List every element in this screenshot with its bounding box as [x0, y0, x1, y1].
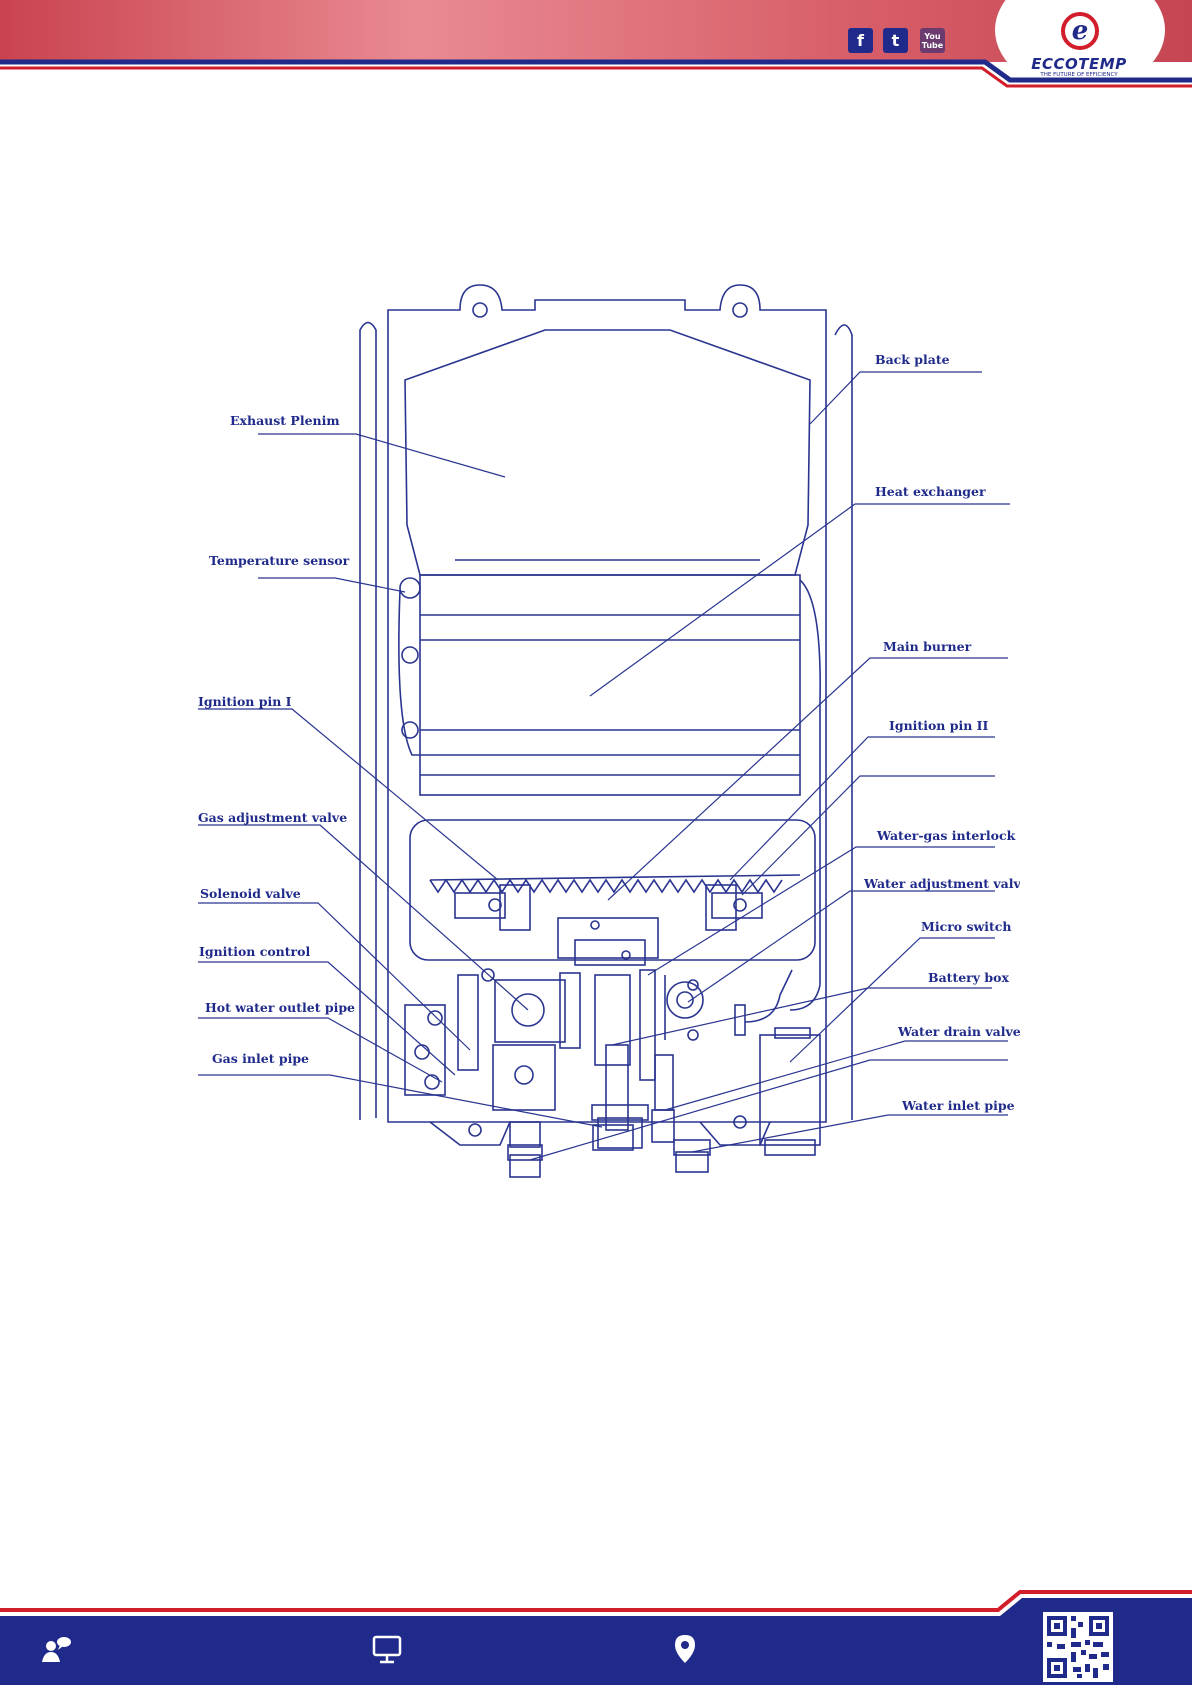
youtube-icon[interactable]: You Tube — [920, 28, 945, 53]
label-solenoid-valve: Solenoid valve — [200, 886, 301, 901]
label-ignition-control: Ignition control — [199, 944, 310, 959]
twitter-icon[interactable]: t — [883, 28, 908, 53]
label-gas-adjustment-valve: Gas adjustment valve — [198, 810, 347, 825]
callout-leaders — [198, 371, 1010, 1161]
logo-name: ECCOTEMP — [1031, 55, 1127, 73]
header-banner — [0, 0, 1192, 90]
label-heat-exchanger: Heat exchanger — [875, 484, 986, 499]
label-water-inlet-pipe: Water inlet pipe — [901, 1098, 1015, 1113]
page-header: f t You Tube e ECCOTEMP THE FUTURE OF EF… — [0, 0, 1192, 90]
label-water-adjustment-valve: Water adjustment valve — [863, 876, 1020, 891]
qr-code — [1043, 1612, 1113, 1682]
label-exhaust-plenum: Exhaust Plenim — [230, 413, 340, 428]
label-back-plate: Back plate — [875, 352, 950, 367]
location-pin-icon[interactable] — [672, 1633, 698, 1665]
label-main-burner: Main burner — [883, 639, 972, 654]
water-heater-diagram: Exhaust Plenim Back plate Heat exchanger… — [198, 284, 1020, 1178]
page-footer — [0, 1590, 1192, 1685]
svg-text:e: e — [1072, 16, 1089, 46]
facebook-icon[interactable]: f — [848, 28, 873, 53]
label-micro-switch: Micro switch — [921, 919, 1012, 934]
label-temperature-sensor: Temperature sensor — [209, 553, 350, 568]
logo-tagline: THE FUTURE OF EFFICIENCY — [1040, 72, 1118, 78]
footer-bar — [0, 1590, 1192, 1685]
label-water-gas-interlock: Water-gas interlock — [876, 828, 1016, 843]
label-water-drain-valve: Water drain valve — [897, 1024, 1020, 1039]
contact-icon[interactable] — [40, 1635, 72, 1665]
label-ignition-pin-1: Ignition pin I — [198, 694, 292, 709]
label-ignition-pin-2: Ignition pin II — [889, 718, 988, 733]
monitor-icon[interactable] — [372, 1635, 402, 1665]
label-battery-box: Battery box — [928, 970, 1009, 985]
eccotemp-logo-mark: e — [1061, 12, 1099, 50]
diagram-drawing — [359, 284, 853, 1178]
label-hot-water-outlet-pipe: Hot water outlet pipe — [205, 1000, 355, 1015]
label-gas-inlet-pipe: Gas inlet pipe — [212, 1051, 309, 1066]
